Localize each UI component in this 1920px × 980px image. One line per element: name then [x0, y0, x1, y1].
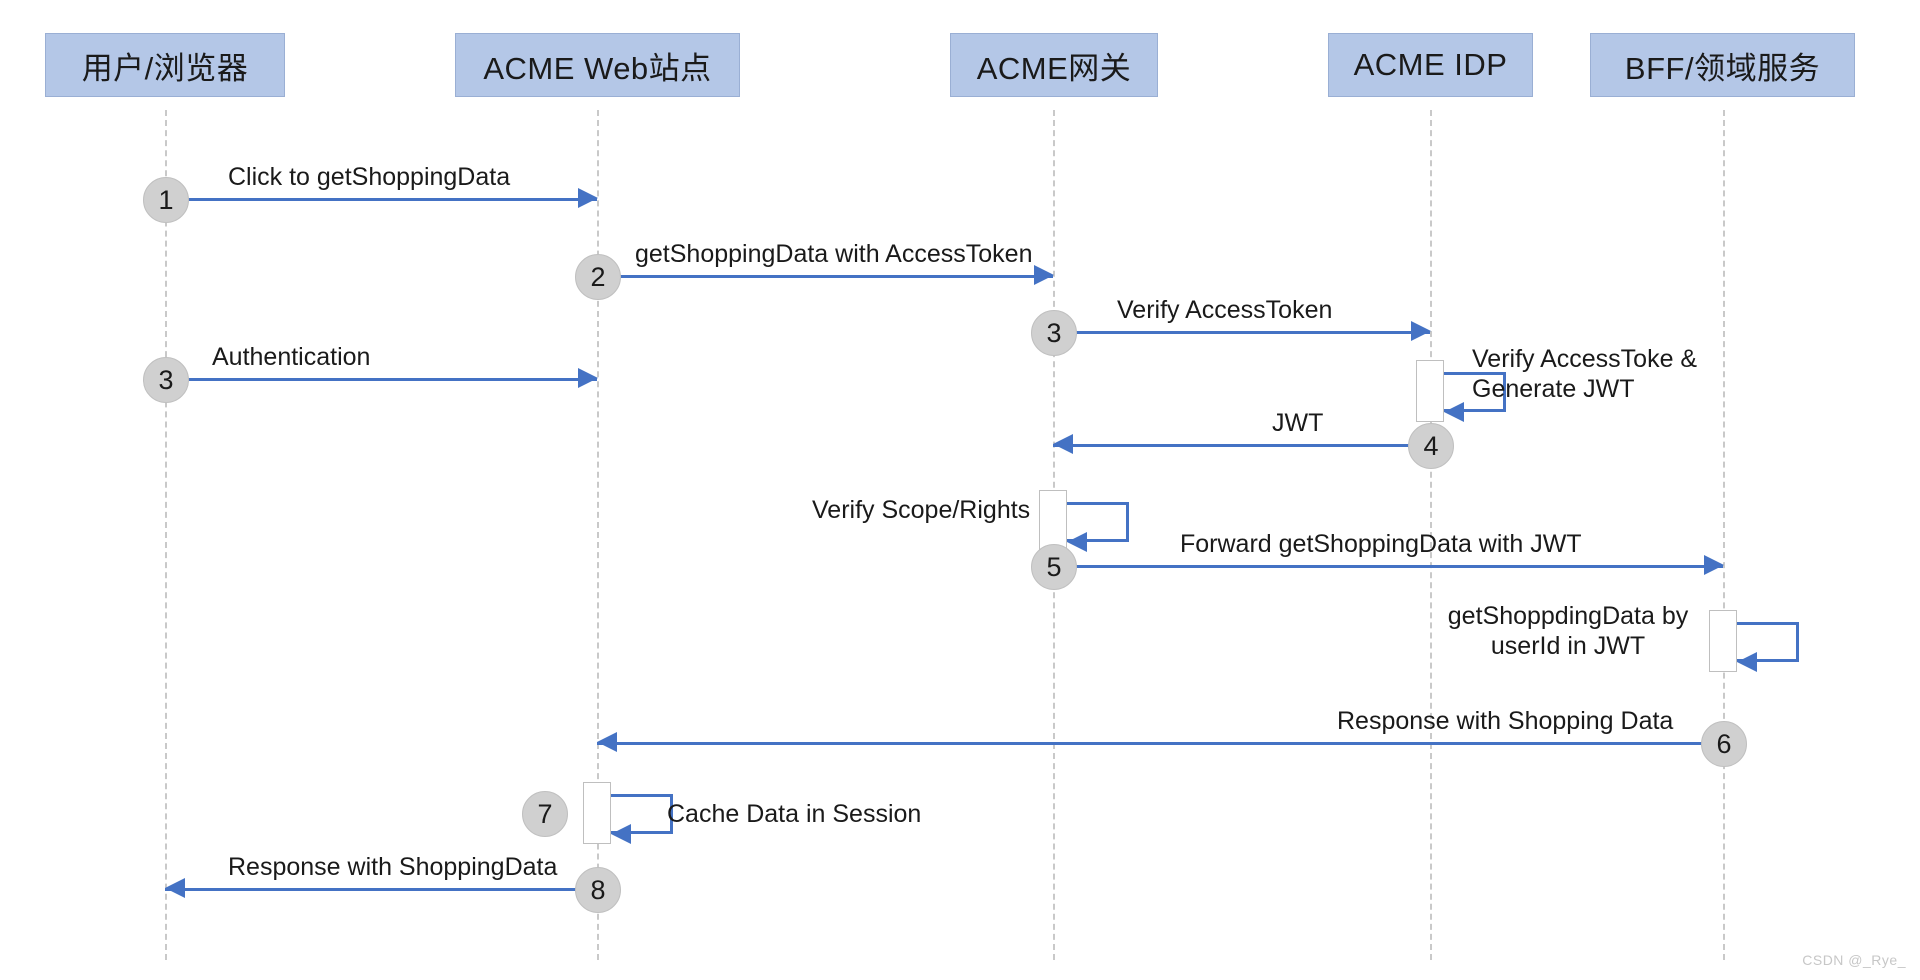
message-badge-5: 5: [1031, 544, 1077, 590]
self-call-label-idp: Verify AccessToke & Generate JWT: [1472, 345, 1722, 404]
participant-acme-web[interactable]: ACME Web站点: [455, 33, 740, 97]
badge-number: 8: [590, 874, 606, 905]
badge-number: 6: [1716, 728, 1732, 759]
participant-label: ACME网关: [976, 50, 1132, 86]
participant-label: ACME IDP: [1353, 47, 1508, 82]
message-label-6: Response with Shopping Data: [1337, 707, 1674, 735]
message-badge-2: 2: [575, 254, 621, 300]
arrowhead-left-icon: [1053, 434, 1073, 454]
activation-box-idp: [1416, 360, 1444, 422]
message-arrow-5: [1053, 565, 1723, 568]
participant-acme-idp[interactable]: ACME IDP: [1328, 33, 1533, 97]
badge-number: 3: [158, 364, 174, 395]
badge-number: 5: [1046, 551, 1062, 582]
message-badge-4: 4: [1408, 423, 1454, 469]
message-arrow-3-authentication: [165, 378, 597, 381]
badge-number: 4: [1423, 430, 1439, 461]
message-badge-6: 6: [1701, 721, 1747, 767]
self-call-loop-idp: [1444, 372, 1506, 412]
activation-box-web: [583, 782, 611, 844]
self-call-label-gateway: Verify Scope/Rights: [812, 496, 1031, 524]
message-arrow-8: [165, 888, 597, 891]
self-call-label-bff: getShoppdingData by userId in JWT: [1432, 602, 1704, 661]
message-badge-7: 7: [522, 791, 568, 837]
message-arrow-3-verify: [1053, 331, 1430, 334]
watermark: CSDN @_Rye_: [1802, 952, 1906, 968]
badge-number: 1: [158, 184, 174, 215]
participant-user-browser[interactable]: 用户/浏览器: [45, 33, 285, 97]
participant-acme-gateway[interactable]: ACME网关: [950, 33, 1158, 97]
participant-bff-domain[interactable]: BFF/领域服务: [1590, 33, 1855, 97]
participant-label: BFF/领域服务: [1624, 50, 1821, 86]
lifeline-bff-domain: [1723, 110, 1725, 960]
self-call-label-line2: userId in JWT: [1490, 631, 1646, 660]
badge-number: 3: [1046, 317, 1062, 348]
message-label-5: Forward getShoppingData with JWT: [1180, 530, 1582, 558]
self-call-loop-bff: [1737, 622, 1799, 662]
message-label-2: getShoppingData with AccessToken: [635, 240, 1033, 268]
arrowhead-left-icon: [165, 878, 185, 898]
message-label-1: Click to getShoppingData: [228, 163, 511, 191]
message-badge-1: 1: [143, 177, 189, 223]
participant-label: ACME Web站点: [483, 50, 712, 86]
self-call-loop-gateway: [1067, 502, 1129, 542]
activation-box-bff: [1709, 610, 1737, 672]
self-call-loop-web: [611, 794, 673, 834]
message-badge-3-authentication: 3: [143, 357, 189, 403]
message-arrow-4: [1053, 444, 1430, 447]
arrowhead-right-icon: [1411, 321, 1431, 341]
arrowhead-right-icon: [578, 368, 598, 388]
message-arrow-2: [597, 275, 1053, 278]
badge-number: 7: [537, 798, 553, 829]
self-call-label-line1: getShoppdingData by: [1447, 602, 1689, 630]
activation-box-gateway: [1039, 490, 1067, 552]
self-call-label-line2: Generate JWT: [1472, 374, 1635, 403]
self-call-label-web: Cache Data in Session: [667, 800, 922, 828]
message-arrow-1: [165, 198, 597, 201]
message-label-4: JWT: [1272, 409, 1324, 437]
message-badge-3-verify: 3: [1031, 310, 1077, 356]
badge-number: 2: [590, 261, 606, 292]
arrowhead-left-icon: [597, 732, 617, 752]
arrowhead-left-icon: [1444, 402, 1464, 422]
arrowhead-left-icon: [1737, 652, 1757, 672]
message-label-3-verify: Verify AccessToken: [1117, 296, 1333, 324]
arrowhead-right-icon: [1704, 555, 1724, 575]
arrowhead-left-icon: [1067, 532, 1087, 552]
participant-label: 用户/浏览器: [81, 50, 249, 86]
arrowhead-right-icon: [578, 188, 598, 208]
message-label-8: Response with ShoppingData: [228, 853, 558, 881]
message-label-3-authentication: Authentication: [212, 343, 371, 371]
lifeline-user-browser: [165, 110, 167, 960]
arrowhead-left-icon: [611, 824, 631, 844]
lifeline-acme-web: [597, 110, 599, 960]
message-badge-8: 8: [575, 867, 621, 913]
self-call-label-line1: Verify AccessToke &: [1472, 345, 1698, 373]
message-arrow-6: [597, 742, 1723, 745]
arrowhead-right-icon: [1034, 265, 1054, 285]
lifeline-acme-idp: [1430, 110, 1432, 960]
